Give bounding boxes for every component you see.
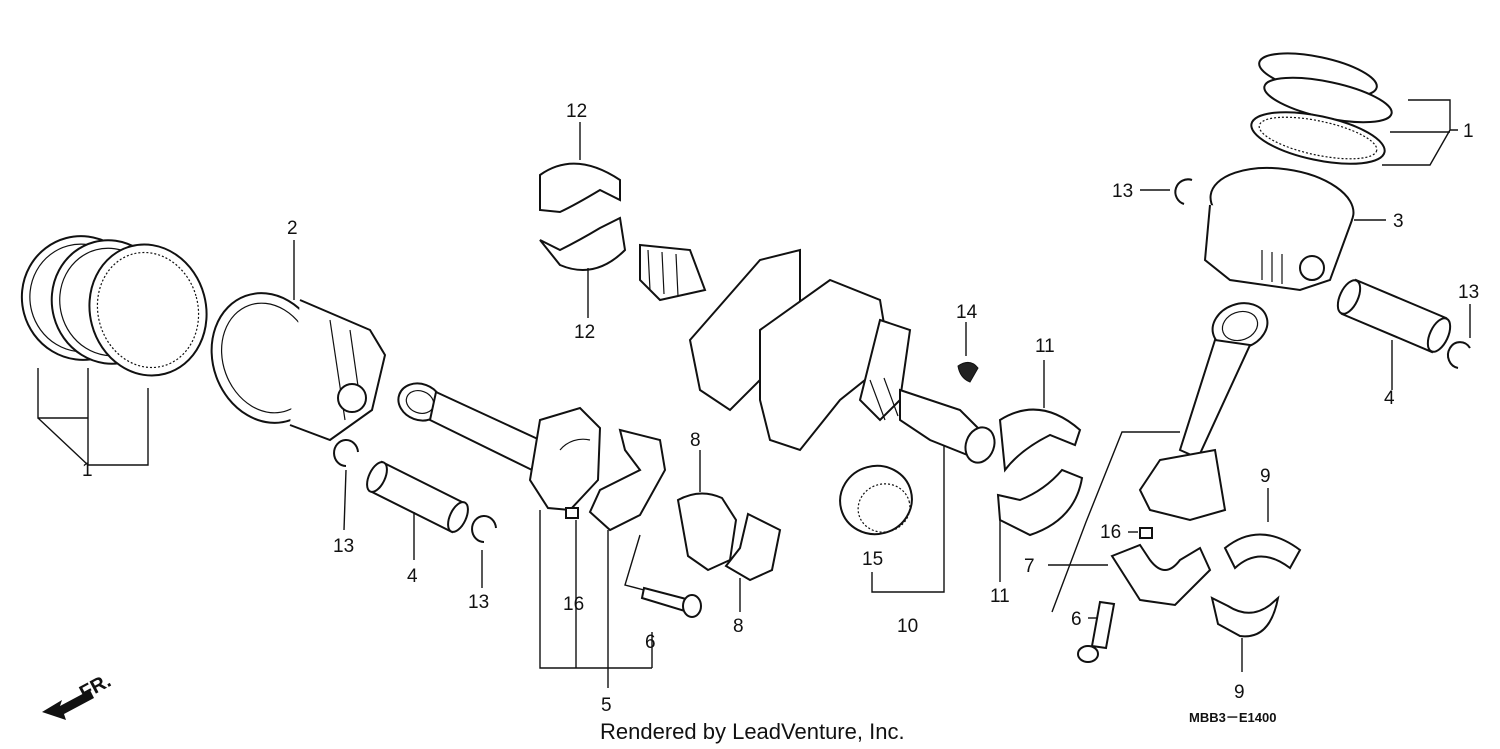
callout-11-bottom: 11 [990, 586, 1010, 607]
rod-cap-right[interactable] [1110, 543, 1212, 607]
piston-right[interactable] [1203, 159, 1358, 292]
circlip-left-a[interactable] [333, 439, 359, 467]
callout-4-right: 4 [1384, 388, 1395, 409]
callout-4-left: 4 [407, 566, 418, 587]
circlip-left-b[interactable] [471, 515, 497, 543]
callout-12-bottom: 12 [574, 322, 595, 343]
crankshaft[interactable] [639, 243, 999, 467]
main-bearing-11-bottom[interactable] [996, 468, 1084, 537]
callout-2: 2 [287, 218, 298, 239]
callout-9-bottom: 9 [1234, 682, 1245, 703]
rod-bearing-8-bottom[interactable] [724, 512, 782, 582]
callout-3: 3 [1393, 211, 1404, 232]
callout-11-top: 11 [1035, 336, 1055, 357]
callout-5: 5 [601, 695, 612, 716]
rod-bearing-8-top[interactable] [676, 492, 738, 572]
connecting-rod-right[interactable] [1138, 296, 1274, 522]
callout-8-bottom: 8 [733, 616, 744, 637]
callout-16-right: 16 [1100, 522, 1121, 543]
piston-rings-left[interactable] [8, 223, 221, 389]
woodruff-key[interactable] [957, 362, 979, 383]
callout-8-top: 8 [690, 430, 701, 451]
callout-13-right-a: 13 [1112, 181, 1133, 202]
footer-credit: Rendered by LeadVenture, Inc. [600, 719, 905, 744]
circlip-right-b[interactable] [1447, 341, 1471, 369]
rod-bolt-right[interactable] [1077, 600, 1116, 663]
rod-bearing-9-top[interactable] [1223, 533, 1302, 570]
connecting-rod-left[interactable] [393, 378, 602, 512]
callout-16-left: 16 [563, 594, 584, 615]
callout-13-right-b: 13 [1458, 282, 1479, 303]
piston-rings-right[interactable] [1247, 45, 1395, 174]
rod-bolt-left[interactable] [640, 586, 702, 618]
rod-cap-left[interactable] [588, 428, 667, 532]
callout-13-left-b: 13 [468, 592, 489, 613]
callout-9-top: 9 [1260, 466, 1271, 487]
piston-pin-left[interactable] [363, 459, 472, 535]
front-arrow-icon [42, 690, 94, 720]
callout-6-left: 6 [645, 632, 656, 653]
callout-1-right: 1 [1463, 121, 1474, 142]
piston-pin-right[interactable] [1333, 277, 1455, 355]
piston-left[interactable] [194, 277, 387, 442]
dowel-pin-right[interactable] [1139, 527, 1153, 539]
main-bearing-11-top[interactable] [998, 408, 1082, 473]
rod-bearing-9-bottom[interactable] [1210, 595, 1280, 638]
main-bearing-12-top[interactable] [539, 162, 621, 214]
callout-15: 15 [862, 549, 883, 570]
callout-6-right: 6 [1071, 609, 1082, 630]
callout-1-left: 1 [82, 460, 93, 481]
callout-7: 7 [1024, 556, 1035, 577]
callout-13-left-a: 13 [333, 536, 354, 557]
diagram-code: MBB3－E1400 [1189, 710, 1276, 725]
dowel-pin-left[interactable] [565, 507, 579, 519]
callout-10: 10 [897, 616, 918, 637]
callout-12-top: 12 [566, 101, 587, 122]
callout-14: 14 [956, 302, 978, 323]
needle-bearing[interactable] [832, 458, 919, 542]
main-bearing-12-bottom[interactable] [539, 216, 627, 271]
circlip-right-a[interactable] [1174, 178, 1193, 205]
